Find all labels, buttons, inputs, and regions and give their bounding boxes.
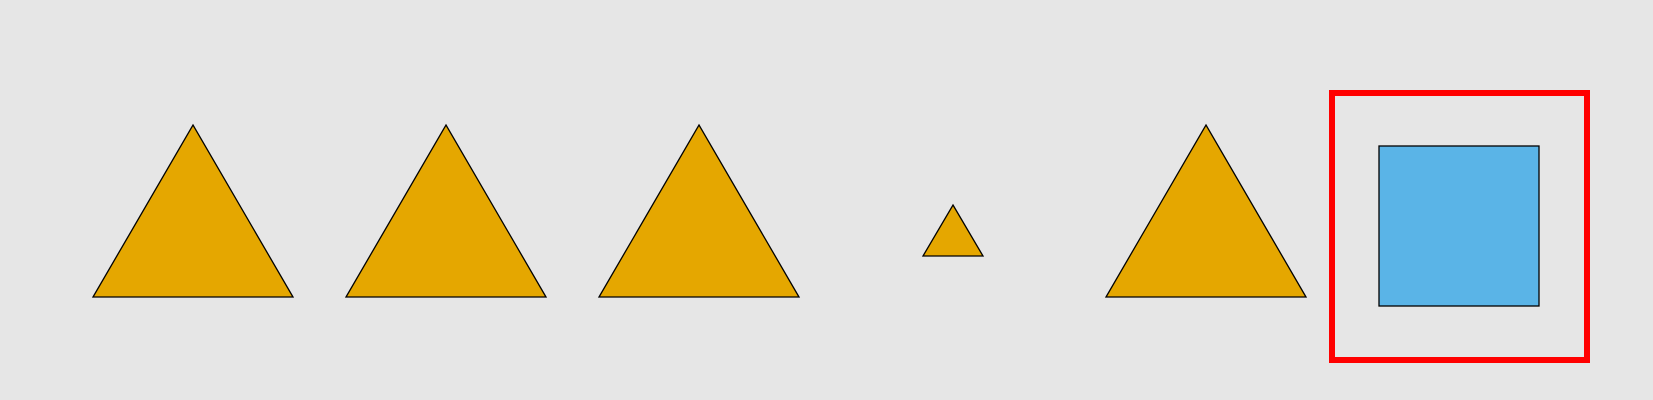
triangle-2 — [344, 123, 548, 298]
triangle-3 — [597, 123, 801, 298]
triangle-1 — [91, 123, 295, 298]
triangle-5 — [1104, 123, 1308, 298]
square — [1378, 145, 1540, 307]
triangle-4-small — [921, 203, 985, 257]
highlight-box — [1329, 90, 1590, 363]
